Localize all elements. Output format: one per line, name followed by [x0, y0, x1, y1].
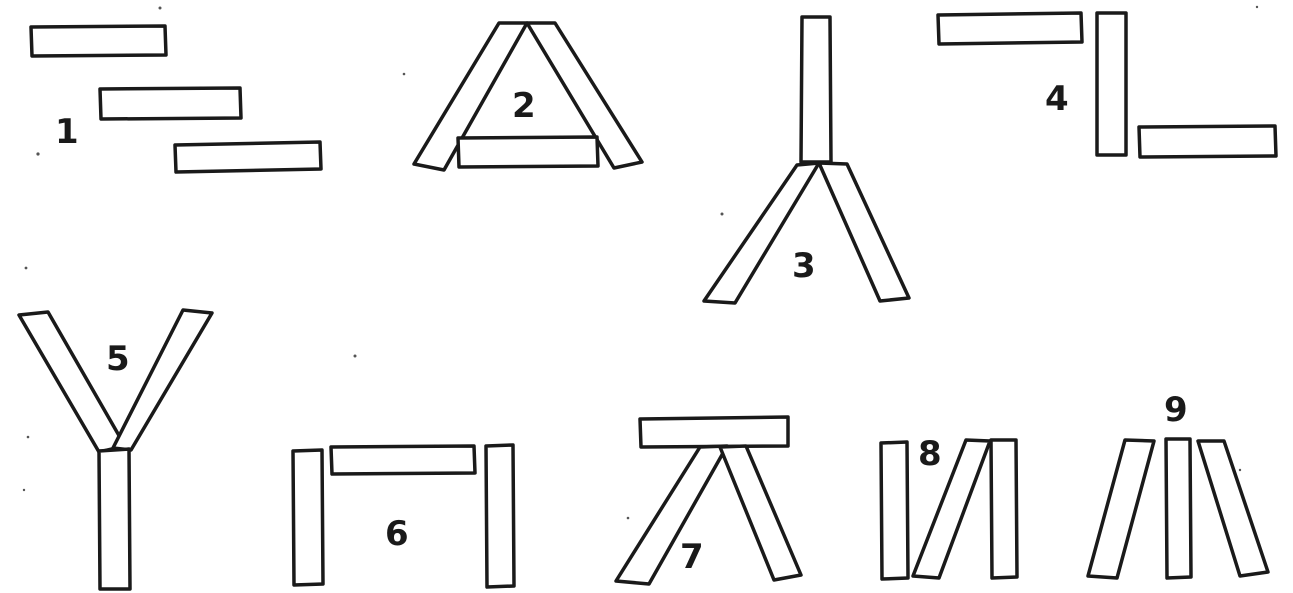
figure-label: 5	[106, 339, 130, 379]
stick	[19, 312, 125, 452]
figure-4: 4	[938, 13, 1276, 157]
stick	[458, 137, 598, 167]
figure-label: 6	[385, 514, 409, 554]
paper-speck	[25, 267, 28, 270]
stick	[720, 446, 801, 580]
stick	[881, 442, 908, 579]
figure-7: 7	[616, 417, 801, 584]
stick	[100, 88, 241, 119]
paper-speck	[1256, 6, 1258, 8]
figure-label: 4	[1045, 79, 1069, 119]
stick	[1166, 439, 1191, 578]
stick	[1198, 441, 1268, 576]
figure-label: 1	[55, 112, 79, 152]
stick	[991, 440, 1017, 578]
paper-speck	[23, 489, 25, 491]
stick	[113, 310, 212, 450]
figure-9: 9	[1088, 390, 1268, 578]
stick	[1088, 440, 1154, 578]
stick	[99, 449, 130, 589]
stick	[819, 163, 909, 301]
stick	[801, 17, 831, 162]
figure-2: 2	[414, 23, 642, 170]
stick	[175, 142, 321, 172]
stick	[938, 13, 1082, 44]
figure-label: 9	[1164, 390, 1188, 430]
figure-6: 6	[293, 445, 514, 587]
figure-1: 1	[31, 26, 321, 172]
stick	[1139, 126, 1276, 157]
stick	[331, 446, 475, 474]
figure-3: 3	[704, 17, 909, 303]
stick	[640, 417, 788, 447]
stick	[293, 450, 323, 585]
paper-speck	[354, 355, 357, 358]
figure-8: 8	[881, 434, 1017, 579]
paper-speck	[36, 152, 39, 155]
stick	[616, 446, 727, 584]
paper-speck	[27, 436, 30, 439]
paper-speck	[627, 517, 630, 520]
stick	[486, 445, 514, 587]
stick	[31, 26, 166, 56]
figure-label: 3	[792, 246, 816, 286]
stick	[1097, 13, 1126, 155]
figure-5: 5	[19, 310, 212, 589]
paper-speck	[1239, 469, 1241, 471]
figure-label: 2	[512, 86, 536, 126]
figure-label: 7	[680, 537, 704, 577]
figure-label: 8	[918, 434, 942, 474]
paper-speck	[159, 7, 162, 10]
paper-speck	[721, 213, 724, 216]
paper-speck	[403, 73, 406, 76]
